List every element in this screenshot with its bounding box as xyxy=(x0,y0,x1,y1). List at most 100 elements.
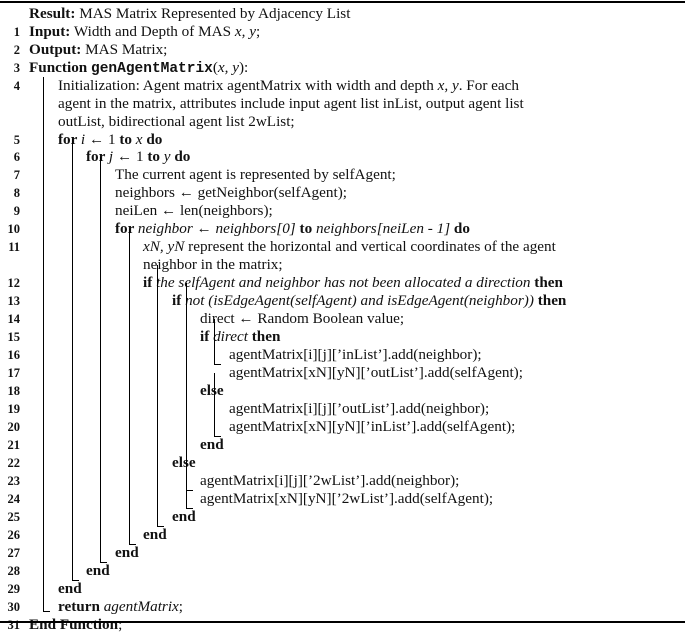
line-text-part: agentMatrix[xN][yN][’outList’].add(selfA… xyxy=(229,364,523,381)
indent-guide xyxy=(214,373,215,436)
line-number: 2 xyxy=(13,43,20,57)
line-text-part: x xyxy=(135,131,143,148)
algorithm-line: 22 else xyxy=(0,454,685,472)
algorithm-line: 8 neighbors ← getNeighbor(selfAgent); xyxy=(0,184,685,202)
line-text: agentMatrix[i][j][’inList’].add(neighbor… xyxy=(229,346,482,364)
line-text: Input: Width and Depth of MAS x, y; xyxy=(29,23,260,41)
indent-guide-end xyxy=(186,490,193,491)
line-text-part: ; xyxy=(255,23,261,40)
line-text: Initialization: Agent matrix agentMatrix… xyxy=(58,77,519,95)
line-number: 28 xyxy=(7,564,21,578)
line-text-part: for xyxy=(86,148,109,165)
line-text: agentMatrix[i][j][’2wList’].add(neighbor… xyxy=(200,472,459,490)
line-text: direct ← Random Boolean value; xyxy=(200,310,404,328)
top-rule xyxy=(0,1,685,3)
line-text-part: return xyxy=(58,598,104,615)
line-text-part: Initialization: Agent matrix agentMatrix… xyxy=(58,77,438,94)
line-text-part: end xyxy=(172,508,196,525)
line-text-part: y xyxy=(163,148,171,165)
line-text-part: ; xyxy=(178,598,184,615)
line-text: The current agent is represented by self… xyxy=(115,166,396,184)
result-label: Result: xyxy=(29,5,76,22)
indent-guide xyxy=(186,283,187,508)
line-number: 3 xyxy=(13,61,20,75)
line-text: end xyxy=(86,562,110,580)
line-text-part: outList, bidirectional agent list 2wList… xyxy=(58,113,295,130)
line-text-part: ( xyxy=(212,59,218,76)
indent-guide-end xyxy=(43,611,50,612)
result-text: MAS Matrix Represented by Adjacency List xyxy=(75,5,351,22)
line-text-part: then xyxy=(530,274,563,291)
indent-guide xyxy=(214,319,215,364)
indent-guide-end xyxy=(129,544,136,545)
line-text-part: Function xyxy=(29,59,92,76)
line-text-part: to xyxy=(119,131,136,148)
line-number: 31 xyxy=(7,618,21,632)
line-text: End Function; xyxy=(29,616,122,634)
indent-guide xyxy=(43,77,44,611)
line-number: 14 xyxy=(7,312,21,326)
line-text: end xyxy=(200,436,224,454)
algorithm-line: 15 if direct then xyxy=(0,328,685,346)
line-number: 8 xyxy=(13,186,20,200)
line-number: 15 xyxy=(7,330,21,344)
line-text-part: Input: xyxy=(29,23,71,40)
line-text-part: else xyxy=(200,382,224,399)
line-text-part: to xyxy=(147,148,164,165)
line-text-part: Output: xyxy=(29,41,82,58)
line-text: if direct then xyxy=(200,328,280,346)
line-text-part: if xyxy=(200,328,214,345)
line-text-part: for xyxy=(58,131,81,148)
indent-guide xyxy=(129,229,130,544)
line-text-part: direct xyxy=(213,328,248,345)
line-text: for i ← 1 to x do xyxy=(58,131,162,149)
line-text-part: ← 1 xyxy=(85,131,120,148)
line-number: 9 xyxy=(13,204,20,218)
line-text-part: not (isEdgeAgent(selfAgent) and isEdgeAg… xyxy=(185,292,534,309)
line-number: 18 xyxy=(7,384,21,398)
line-number: 11 xyxy=(8,240,20,254)
line-number: 22 xyxy=(7,456,21,470)
line-number: 24 xyxy=(7,492,21,506)
line-text-part: do xyxy=(450,220,470,237)
line-text-part: end xyxy=(115,544,139,561)
line-text-part: end xyxy=(86,562,110,579)
line-text-part: Width and Depth of MAS xyxy=(70,23,235,40)
line-number: 16 xyxy=(7,348,21,362)
line-text-part: genAgentMatrix xyxy=(91,61,213,77)
line-text: end xyxy=(115,544,139,562)
line-number: 5 xyxy=(13,133,20,147)
indent-guide-end xyxy=(72,580,79,581)
line-text: neighbors ← getNeighbor(selfAgent); xyxy=(115,184,347,202)
algorithm-line: 9 neiLen ← len(neighbors); xyxy=(0,202,685,220)
result-line: Result: MAS Matrix Represented by Adjace… xyxy=(0,5,685,23)
algorithm-line: 4 Initialization: Agent matrix agentMatri… xyxy=(0,77,685,95)
line-text: neighbor in the matrix; xyxy=(143,256,283,274)
line-text: agent in the matrix, attributes include … xyxy=(58,95,524,113)
line-text: if not (isEdgeAgent(selfAgent) and isEdg… xyxy=(172,292,566,310)
algorithm-line: agent in the matrix, attributes include … xyxy=(0,95,685,113)
line-text-part: do xyxy=(170,148,191,165)
line-text: agentMatrix[xN][yN][’outList’].add(selfA… xyxy=(229,364,523,382)
line-text: return agentMatrix; xyxy=(58,598,183,616)
line-text: for j ← 1 to y do xyxy=(86,148,190,166)
line-number: 27 xyxy=(7,546,21,560)
bottom-rule xyxy=(0,621,685,623)
line-text-part: end xyxy=(58,580,82,597)
indent-guide-end xyxy=(100,562,107,563)
line-text: neiLen ← len(neighbors); xyxy=(115,202,273,220)
line-text: end xyxy=(172,508,196,526)
line-number: 12 xyxy=(7,276,21,290)
algorithm-line: neighbor in the matrix; xyxy=(0,256,685,274)
line-number: 4 xyxy=(13,79,20,93)
line-text-part: represent the horizontal and vertical co… xyxy=(184,238,556,255)
line-text: else xyxy=(172,454,196,472)
